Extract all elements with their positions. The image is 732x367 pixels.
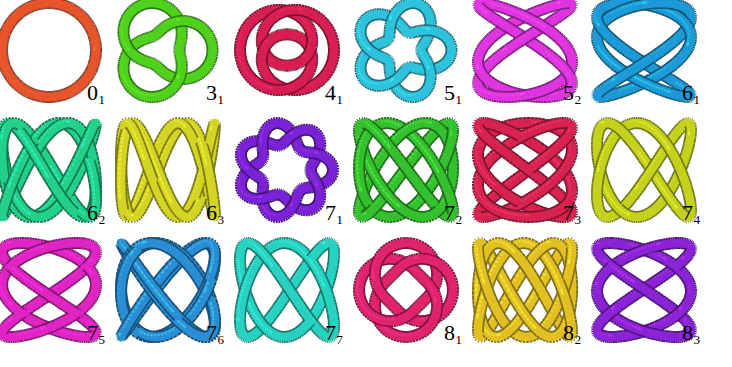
knot-tube bbox=[0, 1, 96, 97]
knot-tube bbox=[122, 1, 213, 97]
tube-segment bbox=[94, 48, 96, 51]
